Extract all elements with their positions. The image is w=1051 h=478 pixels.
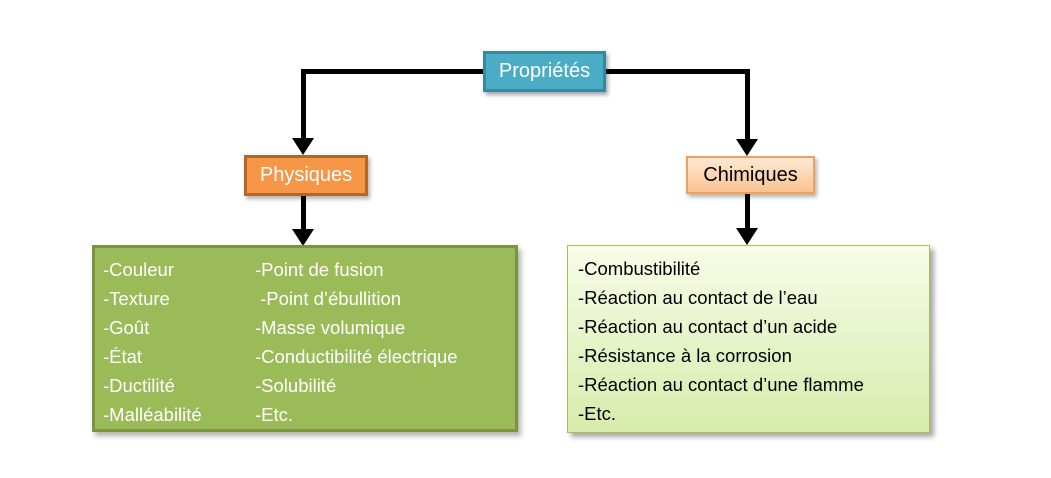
connector-root-to-chemical-vertical: [745, 69, 750, 139]
physical-property-item: -Couleur: [103, 259, 174, 280]
chemical-property-item: -Réaction au contact d’un acide: [578, 316, 838, 337]
connector-root-to-chemical-horizontal: [606, 69, 748, 74]
connector-root-to-physical-horizontal: [303, 69, 483, 74]
chemical-property-item: -Etc.: [578, 403, 617, 424]
physical-property-item: -Solubilité: [255, 375, 337, 396]
physical-property-item: -Ductilité: [103, 375, 175, 396]
physical-property-item: -Point de fusion: [255, 259, 384, 280]
chemical-property-item: -Combustibilité: [578, 258, 701, 279]
physical-property-item: -Masse volumique: [255, 317, 406, 338]
branch-node-physiques: Physiques: [244, 155, 368, 196]
physical-properties-column-2: -Point de fusion -Point d’ébullition -Ma…: [255, 255, 509, 429]
chemical-property-item: -Réaction au contact de l’eau: [578, 287, 818, 308]
physical-property-item: -Malléabilité: [103, 404, 202, 425]
arrowhead-chemical-list: [736, 228, 758, 245]
physical-property-item: -Conductibilité électrique: [255, 346, 458, 367]
physical-property-item: -Point d’ébullition: [255, 288, 402, 309]
arrowhead-physical: [292, 138, 314, 155]
chemical-properties-box: -Combustibilité -Réaction au contact de …: [567, 245, 930, 433]
chemical-property-item: -Résistance à la corrosion: [578, 345, 792, 366]
root-node-proprietes: Propriétés: [483, 51, 606, 92]
branch-node-chimiques: Chimiques: [686, 156, 815, 194]
root-node-label: Propriétés: [498, 60, 591, 82]
physical-node-label: Physiques: [259, 164, 353, 186]
physical-property-item: -Goût: [103, 317, 150, 338]
arrowhead-physical-list: [292, 229, 314, 246]
connector-root-to-physical-vertical: [301, 69, 306, 139]
arrowhead-chemical: [736, 139, 758, 156]
connector-chemical-to-list: [745, 192, 750, 229]
physical-property-item: -Texture: [103, 288, 170, 309]
physical-properties-column-1: -Couleur -Texture -Goût -État -Ductilité…: [103, 255, 255, 429]
physical-property-item: -État: [103, 346, 143, 367]
chemical-node-label: Chimiques: [703, 163, 798, 186]
chemical-property-item: -Réaction au contact d’une flamme: [578, 374, 864, 395]
physical-property-item: -Etc.: [255, 404, 294, 425]
physical-properties-box: -Couleur -Texture -Goût -État -Ductilité…: [92, 245, 518, 432]
connector-physical-to-list: [301, 194, 306, 230]
